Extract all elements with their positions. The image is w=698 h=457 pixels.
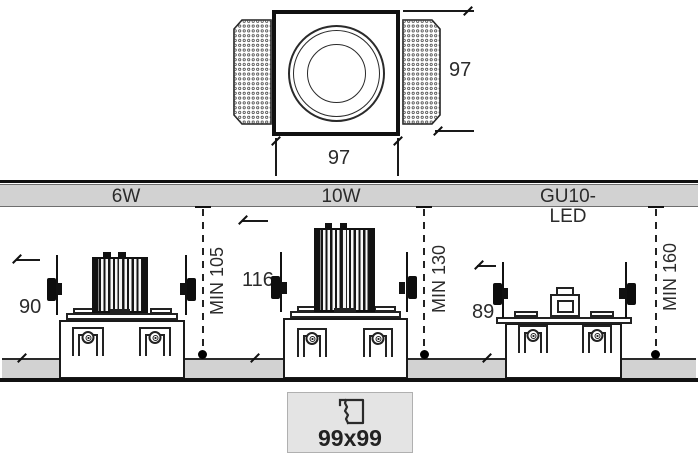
dim-ext-line — [403, 10, 474, 12]
heatsink — [92, 257, 148, 313]
min-depth-dashed-line — [202, 209, 204, 356]
perforated-flange-right — [402, 19, 441, 125]
plaster-bracket — [363, 328, 393, 357]
heatsink-top-tab — [118, 252, 126, 257]
variant-label-gu10led: GU10-LED — [540, 186, 596, 227]
dim-ext-line — [435, 130, 474, 132]
spring-link — [502, 288, 508, 299]
min-depth-dot — [420, 350, 429, 359]
spring-link — [619, 288, 625, 299]
variant-label-6w: 6W — [111, 186, 141, 207]
screw-icon — [148, 331, 162, 344]
screw-center — [530, 332, 536, 339]
top-view: 97 97 — [0, 0, 698, 178]
gu10-socket — [550, 294, 580, 317]
dim-label-width: 97 — [320, 148, 358, 168]
height-label-10w: 116 — [240, 269, 276, 291]
cutout-size-box: 99x99 — [287, 392, 413, 453]
spring-clip-left — [47, 278, 56, 301]
min-depth-dot — [651, 350, 660, 359]
spring-clip-left — [493, 283, 502, 305]
dim-ext-line — [397, 138, 399, 176]
spring-clip-left — [271, 276, 280, 299]
screw-center — [152, 334, 158, 341]
cutout-size-label: 99x99 — [318, 425, 382, 451]
mounting-tab — [590, 311, 614, 317]
screw-icon — [590, 329, 604, 342]
spring-pin-right — [185, 255, 187, 315]
screw-icon — [81, 331, 95, 344]
plaster-bracket — [297, 328, 327, 357]
heatsink-top-tab — [103, 252, 111, 257]
perforated-flange-left — [233, 19, 272, 125]
dim-label-height: 97 — [447, 59, 474, 81]
screw-icon — [305, 332, 319, 345]
plaster-bracket — [518, 325, 548, 353]
spring-clip-right — [627, 283, 636, 305]
min-depth-tbar — [195, 206, 211, 208]
screw-center — [309, 335, 315, 342]
spring-pin-right — [625, 262, 627, 318]
spring-link — [281, 282, 287, 294]
lens-center-circle — [307, 44, 366, 103]
spring-link — [180, 283, 186, 295]
spring-clip-right — [408, 276, 417, 299]
min-depth-dot — [198, 350, 207, 359]
heatsink-top-tab — [340, 223, 347, 228]
screw-icon — [526, 329, 540, 342]
mounting-tab — [150, 308, 172, 314]
dim-ext-line — [275, 138, 277, 176]
spring-clip-right — [187, 278, 196, 301]
height-label-6w: 90 — [17, 296, 44, 318]
variant-label-10w: 10W — [321, 186, 361, 207]
plaster-bracket — [582, 325, 612, 353]
dim-ext-line — [242, 220, 268, 222]
height-label-gu10led: 89 — [470, 301, 497, 323]
header-top-rule — [0, 180, 698, 183]
spring-link — [399, 282, 405, 294]
plaster-bracket — [139, 327, 171, 356]
heatsink — [314, 228, 375, 312]
heatsink-gap — [342, 230, 348, 310]
dim-ext-line — [477, 265, 496, 267]
spring-pin-right — [406, 252, 408, 312]
ceiling-surface-line — [0, 378, 698, 382]
spring-link — [56, 283, 62, 295]
gu10-socket-window — [557, 300, 574, 313]
min-depth-label-10w: MIN 130 — [428, 241, 450, 317]
mounting-plate — [496, 317, 632, 324]
min-depth-tbar — [416, 206, 432, 208]
dim-ext-line — [16, 259, 40, 261]
min-depth-label-gu10led: MIN 160 — [659, 239, 681, 315]
screw-center — [594, 332, 600, 339]
cutout-icon — [338, 398, 365, 425]
plaster-bracket — [72, 327, 104, 356]
mounting-plate — [66, 313, 178, 320]
screw-center — [85, 334, 91, 341]
screw-icon — [371, 332, 385, 345]
heatsink-base — [110, 309, 130, 314]
mounting-tab — [374, 306, 396, 312]
screw-center — [375, 335, 381, 342]
header-band — [0, 184, 698, 207]
min-depth-dashed-line — [423, 209, 425, 356]
heatsink-gap — [117, 259, 123, 311]
heatsink-base — [334, 308, 356, 313]
mounting-tab — [514, 311, 538, 317]
min-depth-tbar — [648, 206, 664, 208]
min-depth-dashed-line — [655, 209, 657, 356]
heatsink-top-tab — [325, 223, 332, 228]
min-depth-label-6w: MIN 105 — [206, 243, 228, 319]
